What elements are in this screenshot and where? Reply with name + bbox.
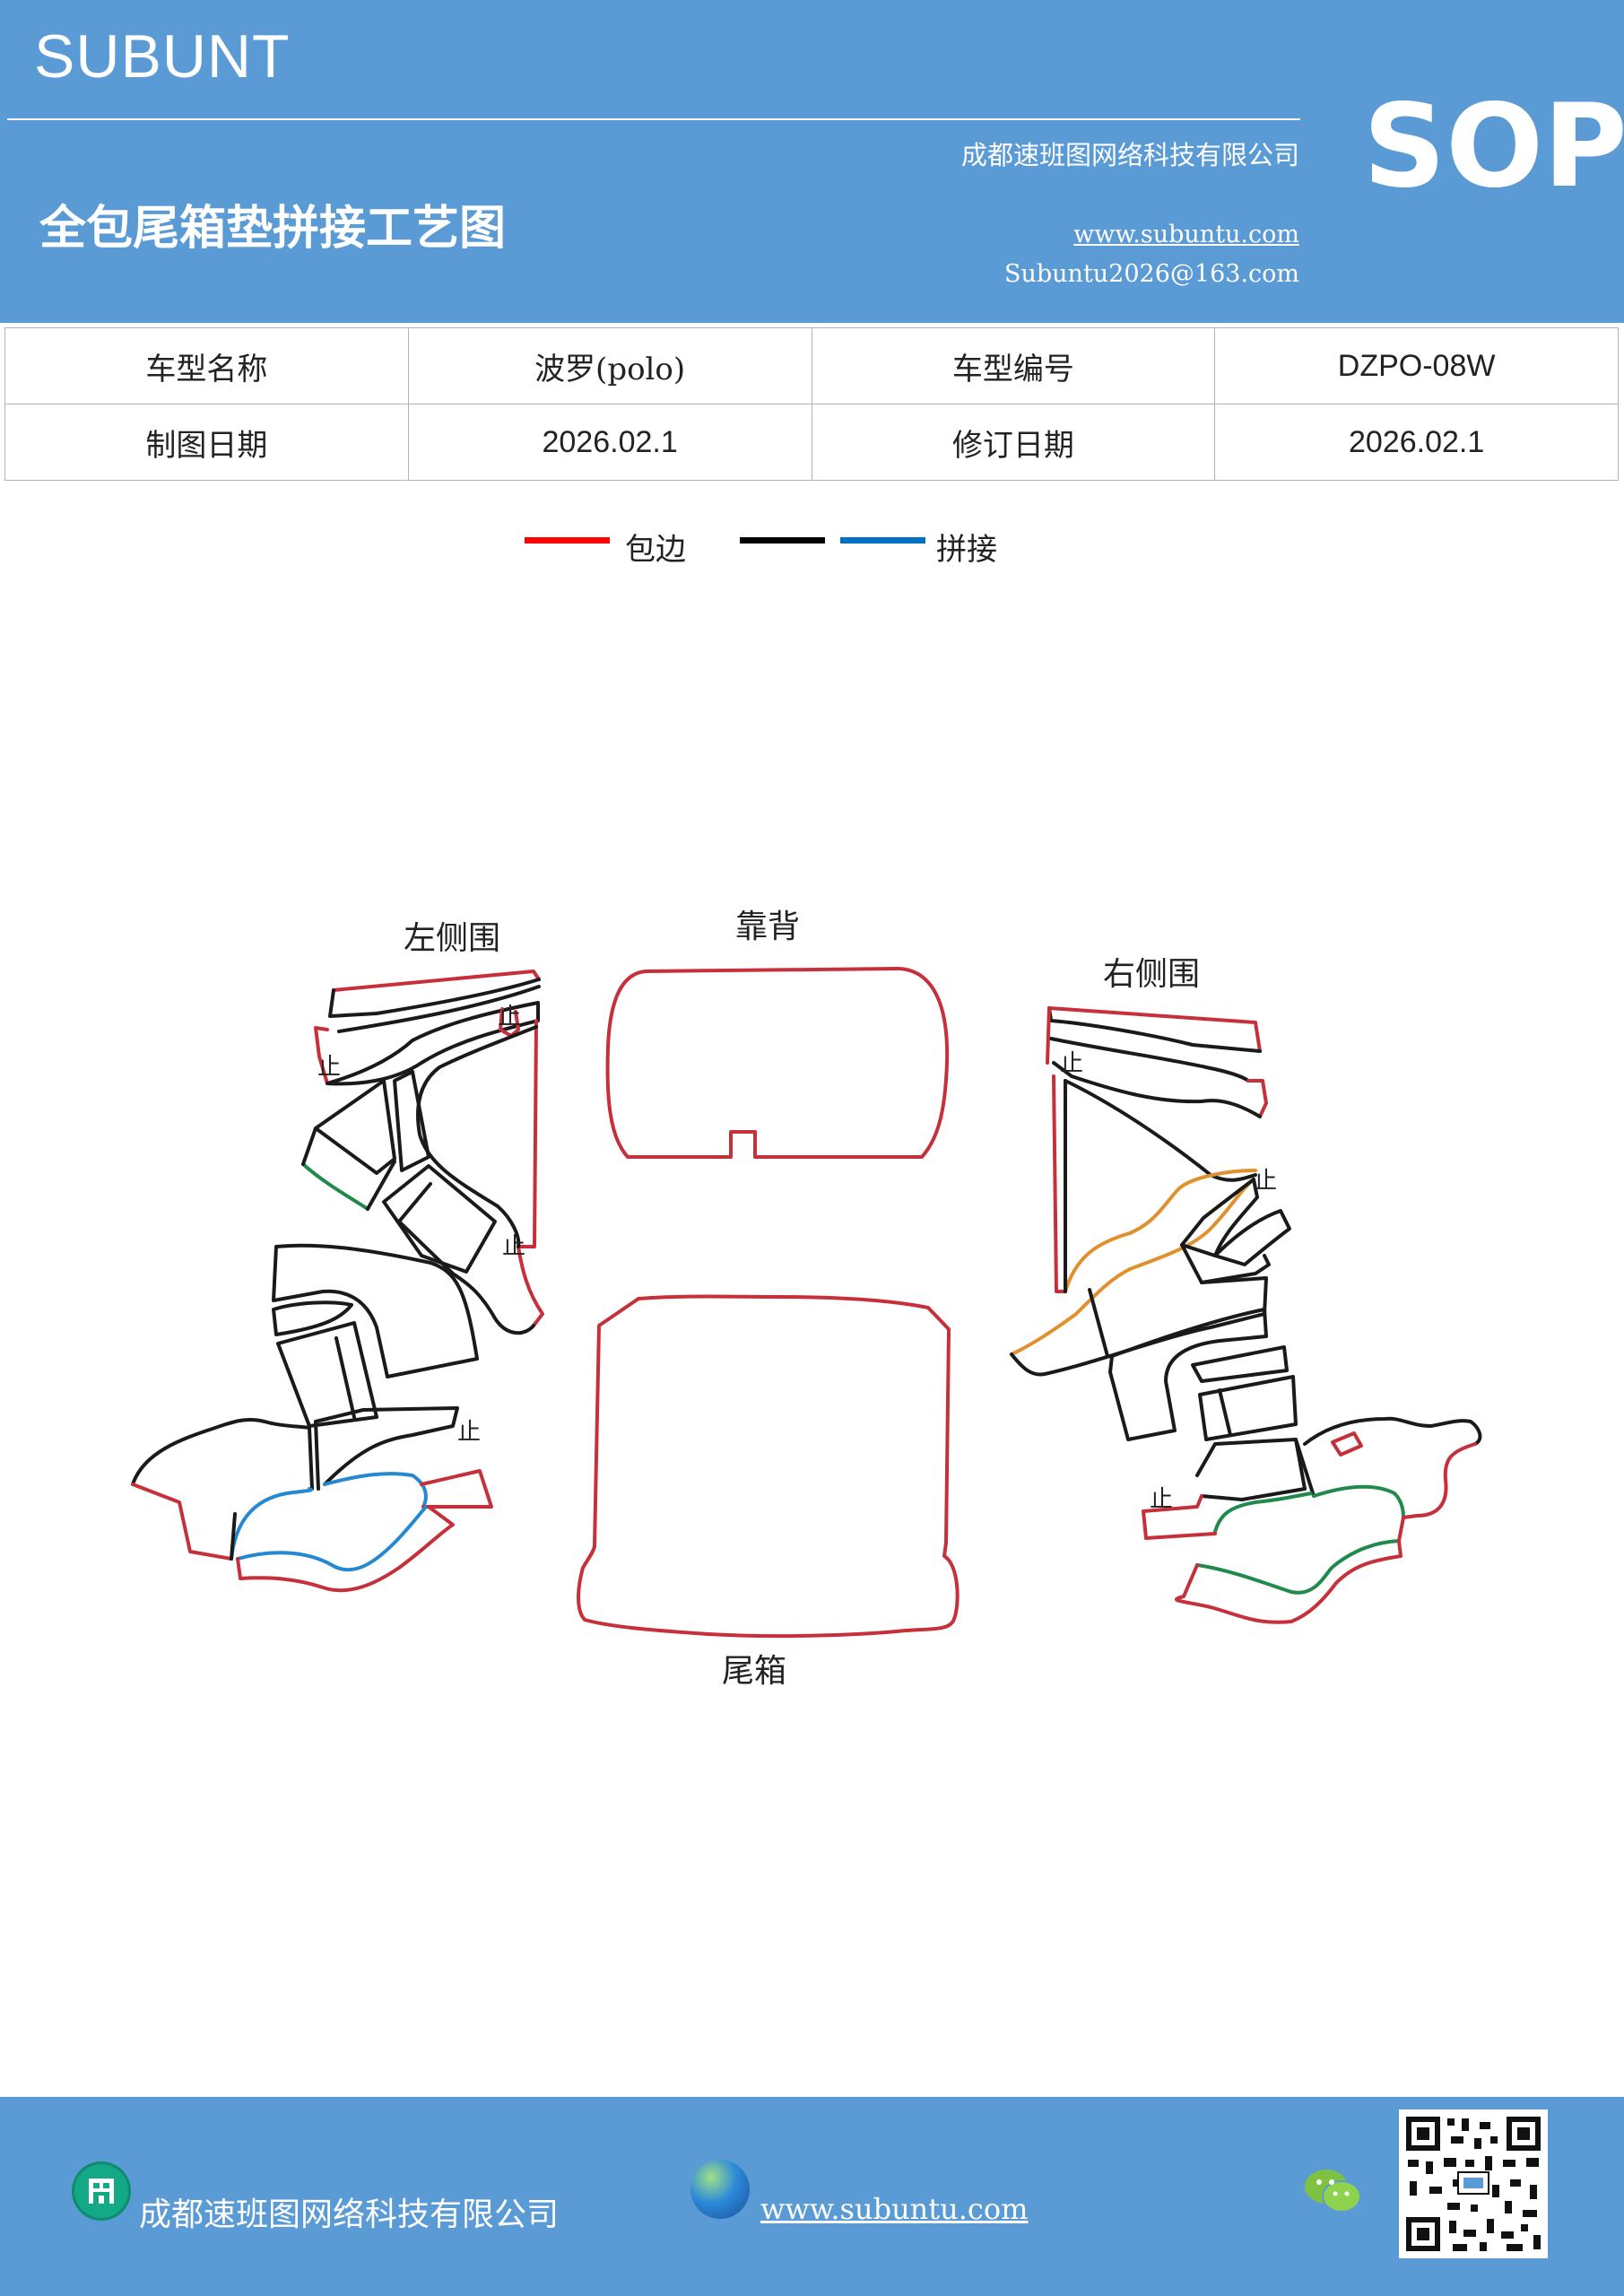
label-right-side: 右侧围	[1103, 956, 1200, 993]
page-header: SUBUNT 成都速班图网络科技有限公司 全包尾箱垫拼接工艺图 www.subu…	[0, 0, 1624, 323]
label-trunk: 尾箱	[722, 1653, 786, 1690]
label-backrest: 靠背	[735, 909, 800, 945]
footer-company-name: 成都速班图网络科技有限公司	[139, 2196, 560, 2233]
table-row: 车型名称 波罗(polo) 车型编号 DZPO-08W	[4, 327, 1619, 404]
header-divider	[7, 118, 1300, 120]
globe-icon	[690, 2160, 750, 2219]
table-cell: 修订日期	[811, 404, 1216, 481]
legend-swatch-black	[740, 537, 825, 544]
table-cell: DZPO-08W	[1214, 327, 1619, 404]
legend-label-seam: 拼接	[936, 532, 997, 568]
email-address: Subuntu2026@163.com	[1004, 260, 1299, 288]
building-icon	[72, 2161, 131, 2221]
table-cell: 车型编号	[811, 327, 1216, 404]
table-cell: 车型名称	[4, 327, 409, 404]
legend-swatch-red	[525, 537, 610, 544]
wechat-icon[interactable]	[1302, 2164, 1365, 2218]
legend: 包边 拼接	[0, 525, 1624, 570]
table-cell: 2026.02.1	[1214, 404, 1619, 481]
table-cell: 制图日期	[4, 404, 409, 481]
table-row: 制图日期 2026.02.1 修订日期 2026.02.1	[4, 404, 1619, 481]
label-left-side: 左侧围	[404, 920, 500, 957]
page-footer: 成都速班图网络科技有限公司 www.subuntu.com	[0, 2097, 1624, 2296]
footer-website-link[interactable]: www.subuntu.com	[760, 2192, 1029, 2226]
stop-mark: 止	[1060, 1050, 1083, 1077]
table-cell: 2026.02.1	[407, 404, 812, 481]
stop-mark: 止	[1254, 1168, 1277, 1195]
table-cell: 波罗(polo)	[407, 327, 812, 404]
stop-mark: 止	[457, 1419, 481, 1446]
legend-swatch-blue	[840, 537, 925, 544]
website-link[interactable]: www.subuntu.com	[1073, 221, 1299, 248]
backrest-panel	[605, 967, 950, 1159]
brand-name: SUBUNT	[34, 22, 291, 91]
stop-mark: 止	[502, 1233, 525, 1260]
qr-code	[1399, 2109, 1548, 2258]
legend-label-edge: 包边	[625, 532, 686, 568]
vehicle-info-table: 车型名称 波罗(polo) 车型编号 DZPO-08W 制图日期 2026.02…	[4, 327, 1619, 481]
document-title: 全包尾箱垫拼接工艺图	[39, 201, 507, 256]
company-name: 成都速班图网络科技有限公司	[960, 140, 1299, 170]
stop-mark: 止	[1150, 1486, 1173, 1513]
trunk-panel	[577, 1294, 960, 1639]
sop-badge: SOP	[1363, 80, 1624, 213]
stop-mark: 止	[498, 1004, 521, 1031]
stop-mark: 止	[317, 1054, 341, 1081]
